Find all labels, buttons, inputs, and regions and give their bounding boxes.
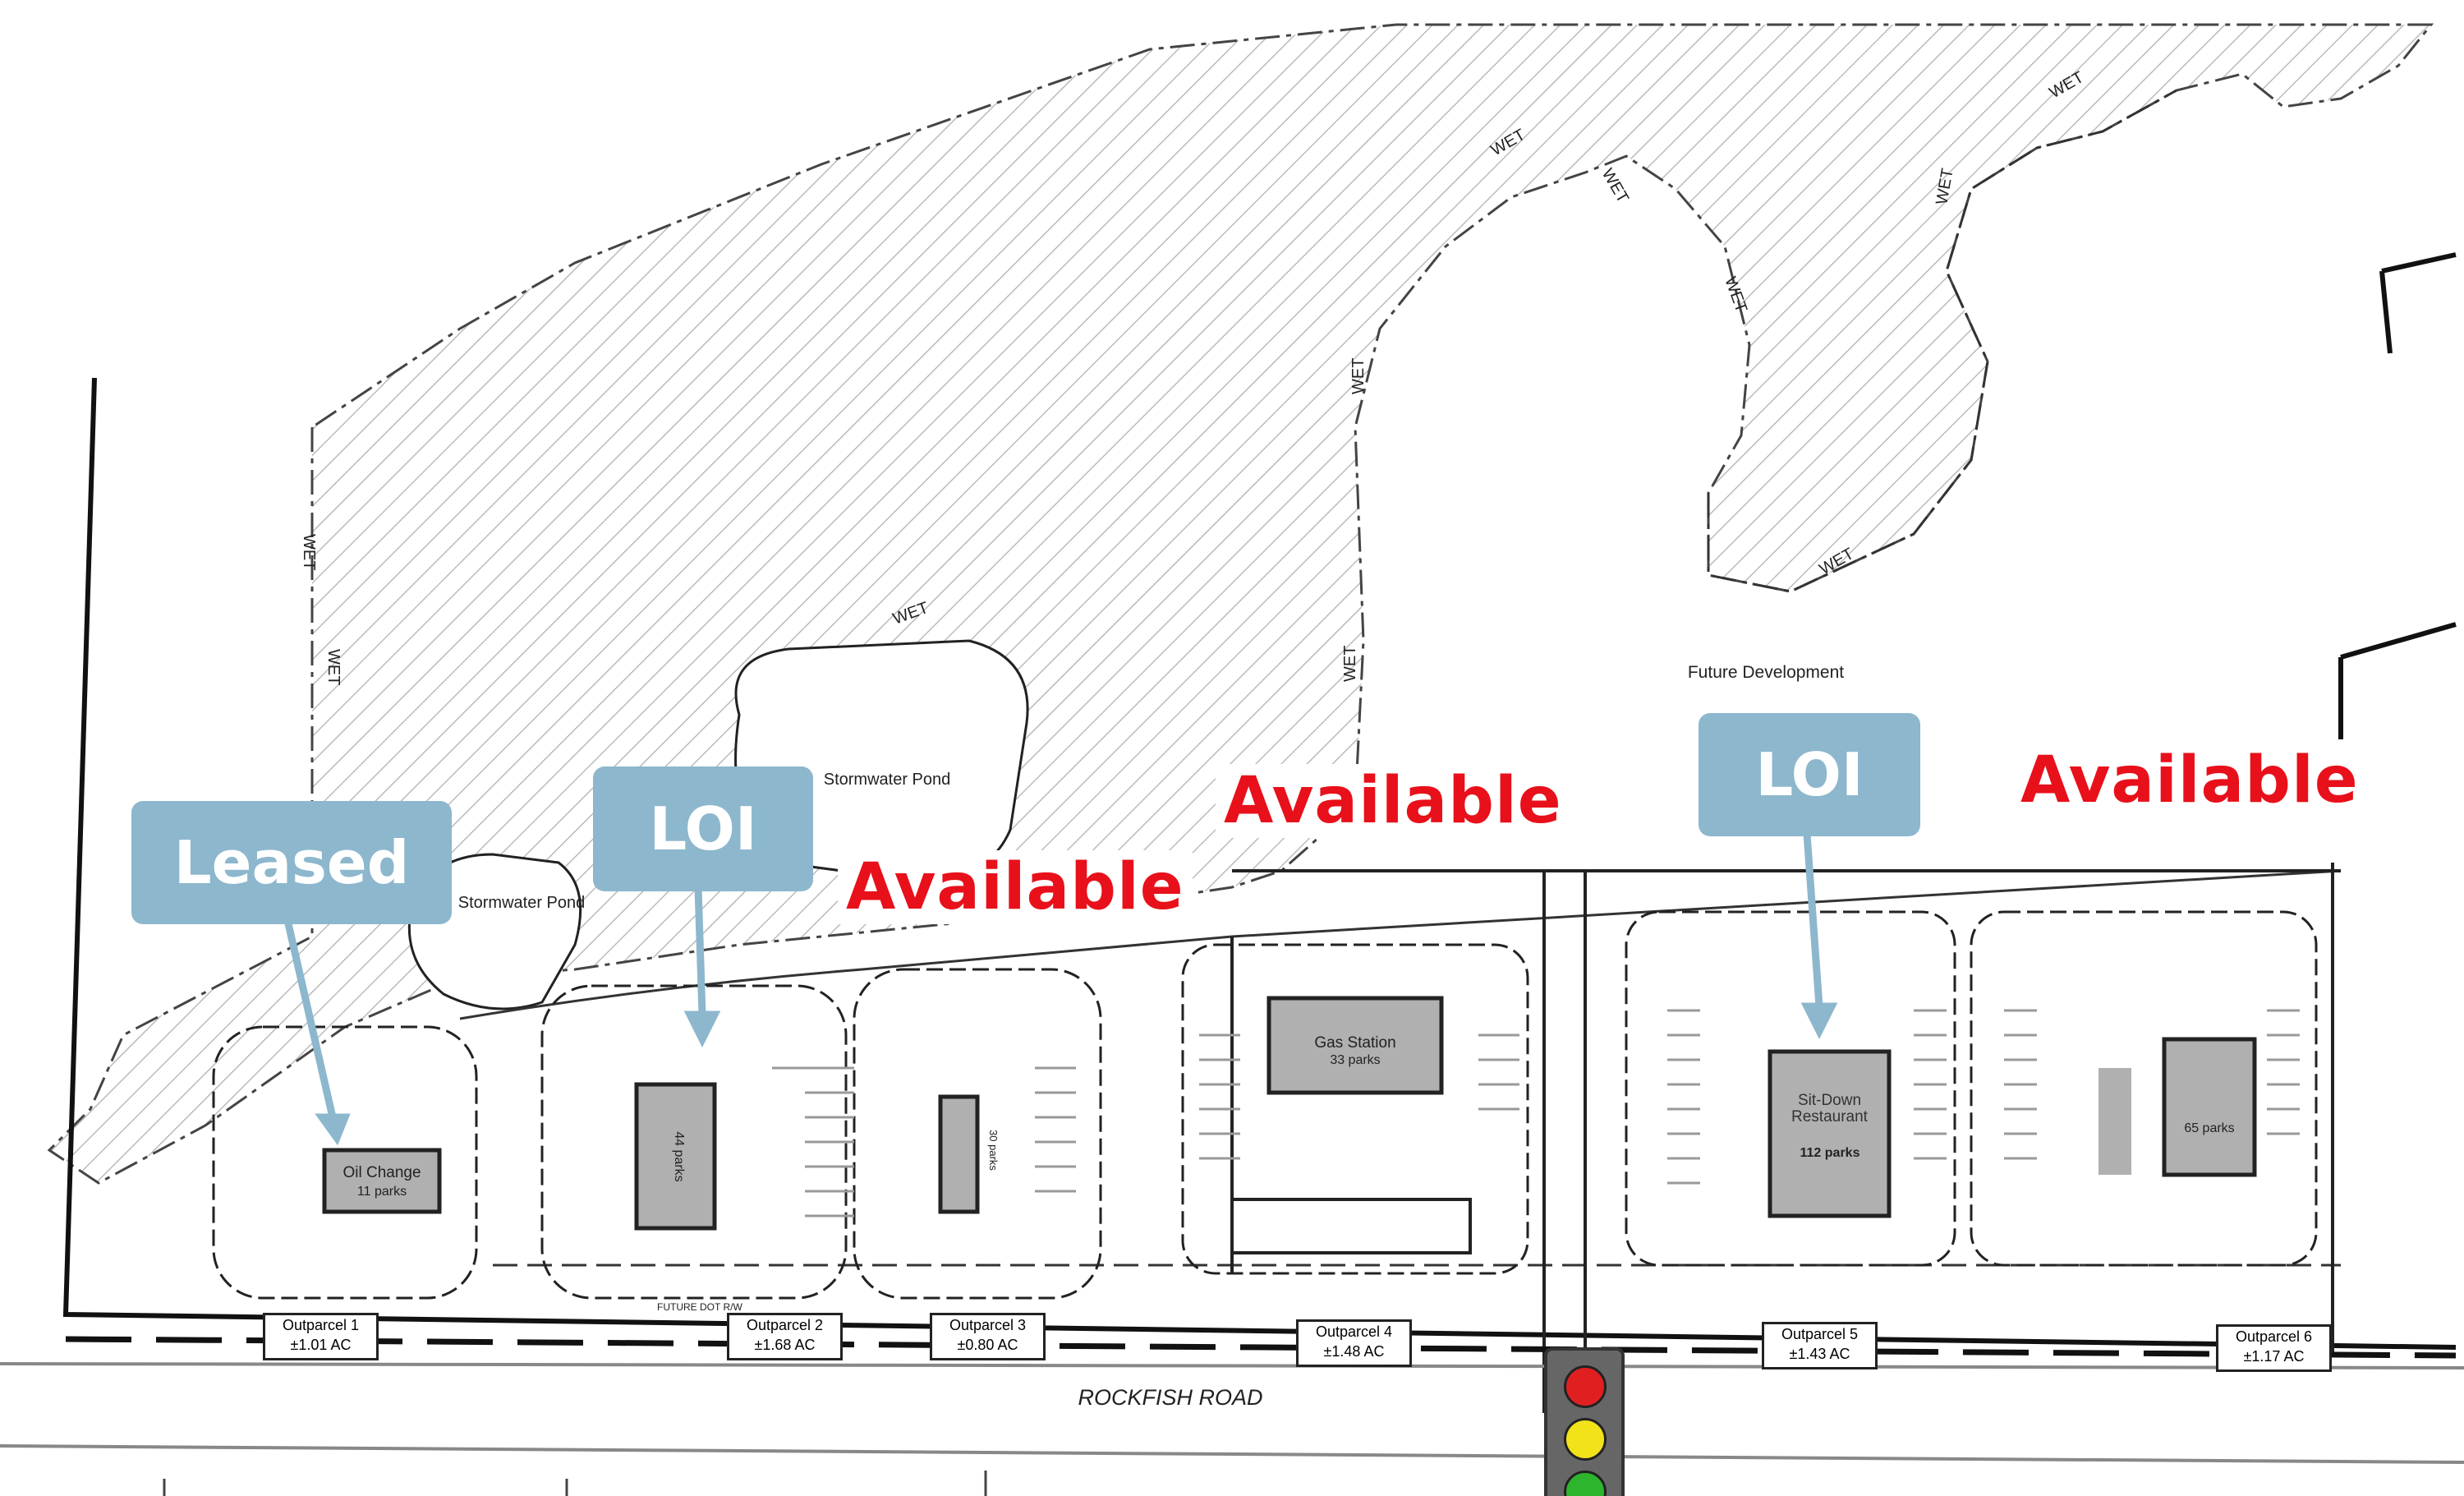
outparcel-area: ±1.17 AC [2243, 1348, 2305, 1365]
wet-label: WET [324, 649, 342, 685]
outparcel-name: Outparcel 6 [2235, 1328, 2313, 1345]
building-label: Gas Station [1314, 1034, 1395, 1052]
outparcel-area: ±0.80 AC [957, 1337, 1018, 1353]
restaurant-name: Sit-Down Restaurant [1791, 1093, 1868, 1125]
status-badge-leased: Leased [131, 801, 452, 924]
wet-label: WET [1341, 646, 1359, 682]
building-parks: 44 parks [672, 1131, 686, 1181]
stormwater-pond [407, 853, 582, 1010]
building-outparcel-6 [2162, 1037, 2257, 1177]
outparcel-name: Outparcel 3 [949, 1317, 1027, 1333]
traffic-light-red [1564, 1365, 1607, 1408]
outparcel-1-label: Outparcel 1 ±1.01 AC [263, 1313, 379, 1360]
building-gas-station [1266, 996, 1444, 1095]
outparcel-5-label: Outparcel 5 ±1.43 AC [1762, 1322, 1878, 1369]
traffic-light-green [1564, 1471, 1607, 1496]
status-badge-loi-outparcel-2: LOI [593, 766, 813, 891]
road-label: ROCKFISH ROAD [1078, 1385, 1262, 1410]
outparcel-area: ±1.48 AC [1323, 1343, 1385, 1360]
row-label: FUTURE DOT R/W [657, 1301, 742, 1313]
status-available-outparcel-3: Available [838, 850, 1193, 924]
building-label: Sit-Down Restaurant [1791, 1093, 1868, 1125]
outparcel-area: ±1.43 AC [1789, 1346, 1850, 1362]
traffic-light-yellow [1564, 1418, 1607, 1461]
outparcel-name: Outparcel 1 [282, 1317, 360, 1333]
pond-label: Stormwater Pond [824, 771, 951, 789]
building-outparcel-2 [634, 1082, 717, 1231]
building-label: Oil Change [342, 1164, 421, 1181]
wetland-area [47, 23, 2434, 1185]
outparcel-name: Outparcel 4 [1315, 1323, 1393, 1340]
building-parks: 30 parks [987, 1130, 1000, 1171]
status-badge-loi-outparcel-5: LOI [1699, 713, 1920, 836]
outparcel-area: ±1.68 AC [754, 1337, 816, 1353]
wet-label: WET [1349, 358, 1368, 394]
outparcel-3-label: Outparcel 3 ±0.80 AC [930, 1313, 1046, 1360]
building-parks: 33 parks [1330, 1053, 1380, 1067]
outparcel-6-label: Outparcel 6 ±1.17 AC [2216, 1324, 2332, 1372]
outparcel-2-label: Outparcel 2 ±1.68 AC [727, 1313, 843, 1360]
building-parks: 11 parks [357, 1185, 407, 1199]
building-parks: 65 parks [2184, 1121, 2234, 1135]
status-available-outparcel-6: Available [2012, 743, 2367, 817]
building-oil-change [322, 1148, 442, 1214]
traffic-light [1544, 1347, 1625, 1496]
outparcel-name: Outparcel 2 [746, 1317, 824, 1333]
outparcel-name: Outparcel 5 [1781, 1326, 1859, 1342]
outparcel-area: ±1.01 AC [290, 1337, 352, 1353]
wet-label: WET [300, 534, 318, 570]
pond-label: Stormwater Pond [458, 894, 586, 912]
building-sit-down-restaurant [1768, 1049, 1892, 1218]
status-available-outparcel-4: Available [1216, 764, 1570, 838]
building-outparcel-3 [938, 1094, 980, 1214]
wet-label: WET [1598, 166, 1632, 206]
outparcel-4-label: Outparcel 4 ±1.48 AC [1296, 1319, 1412, 1367]
building-parks: 112 parks [1800, 1146, 1860, 1160]
future-development-label: Future Development [1688, 663, 1844, 682]
